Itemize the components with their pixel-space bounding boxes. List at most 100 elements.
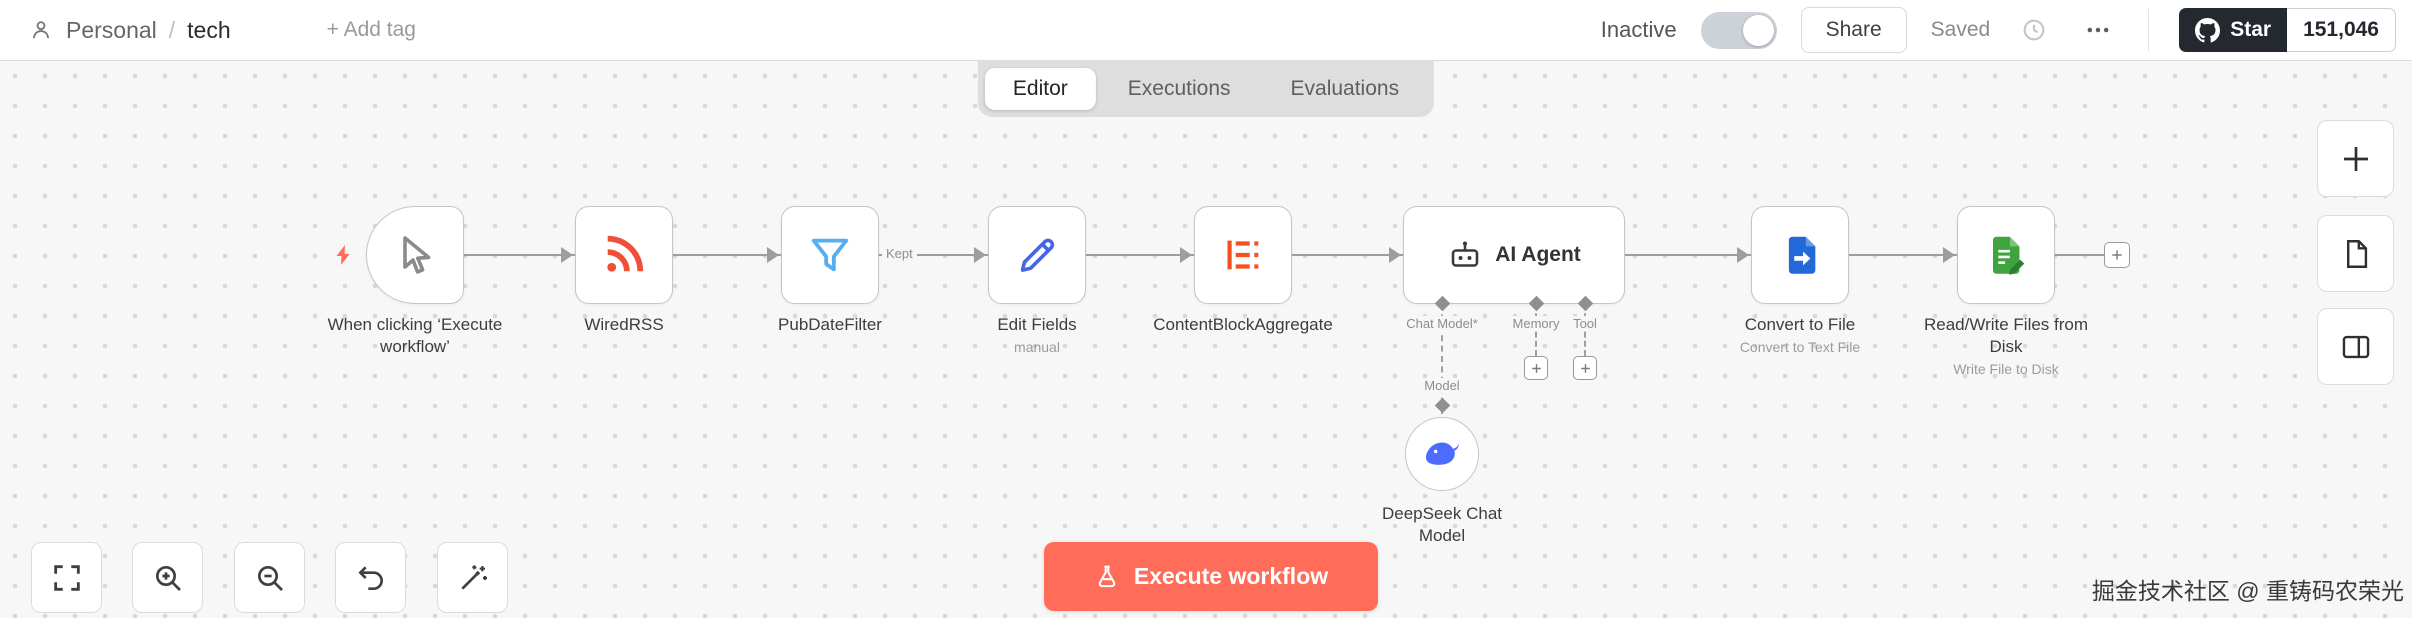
node-subtitle: manual — [1014, 338, 1060, 355]
watermark-text: 掘金技术社区 @ 重铸码农荣光 — [2091, 578, 2404, 604]
connection-arrow-icon — [1180, 247, 1192, 263]
node-label: ContentBlockAggregate — [1153, 315, 1333, 334]
workflow-name[interactable]: tech — [187, 16, 231, 43]
connection-arrow-icon — [1389, 247, 1401, 263]
undo-button[interactable] — [335, 542, 406, 613]
github-star-widget[interactable]: Star 151,046 — [2179, 8, 2396, 52]
workflow-active-toggle[interactable] — [1700, 11, 1777, 49]
node-label: Convert to File Convert to Text File — [1690, 314, 1910, 357]
node-pubdatefilter[interactable] — [781, 206, 879, 304]
panel-layout-icon — [2342, 335, 2369, 358]
connection-arrow-icon — [1943, 247, 1955, 263]
connection[interactable] — [673, 254, 781, 256]
node-contentblockaggregate[interactable] — [1194, 206, 1292, 304]
github-star-count[interactable]: 151,046 — [2287, 8, 2396, 52]
plus-icon — [2112, 250, 2122, 260]
github-star-button[interactable]: Star — [2179, 8, 2288, 52]
execute-pulse-icon — [336, 245, 350, 265]
connection[interactable] — [1292, 254, 1403, 256]
clock-icon — [2023, 19, 2045, 41]
node-deepseek-chat-model[interactable] — [1405, 417, 1479, 491]
connection[interactable] — [464, 254, 575, 256]
node-label: PubDateFilter — [778, 315, 882, 334]
connection-arrow-icon — [1737, 247, 1749, 263]
add-tool-button[interactable] — [1573, 356, 1597, 380]
chat-model-port-label: Chat Model* — [1403, 316, 1481, 331]
connection[interactable] — [1625, 254, 1751, 256]
connection-arrow-icon — [974, 247, 986, 263]
flask-icon — [1098, 565, 1116, 587]
node-convert-to-file[interactable] — [1751, 206, 1849, 304]
node-edit-fields[interactable] — [988, 206, 1086, 304]
node-label: When clicking ‘Execute workflow’ — [327, 315, 503, 356]
github-star-label: Star — [2230, 18, 2272, 41]
rss-icon — [607, 235, 644, 272]
plus-icon — [2343, 146, 2368, 171]
node-label: Read/Write Files from Disk Write File to… — [1906, 314, 2106, 378]
cursor-icon — [403, 236, 431, 274]
execute-workflow-button[interactable]: Execute workflow — [1044, 542, 1378, 611]
breadcrumb-separator: / — [168, 16, 176, 43]
convert-file-icon — [1788, 236, 1816, 274]
view-tabs: Editor Executions Evaluations — [977, 61, 1435, 117]
deepseek-whale-icon — [1425, 442, 1459, 465]
connection[interactable] — [2055, 254, 2104, 256]
header-divider — [2148, 9, 2150, 51]
add-node-button[interactable] — [2317, 120, 2394, 197]
node-trigger[interactable] — [366, 206, 464, 304]
write-file-icon — [1992, 236, 2025, 275]
node-label: DeepSeek Chat Model — [1381, 504, 1503, 545]
toggle-panel-button[interactable] — [2317, 308, 2394, 385]
connection[interactable] — [879, 254, 988, 256]
tool-port-label: Tool — [1570, 316, 1600, 331]
zoom-in-icon — [155, 565, 181, 591]
fit-view-button[interactable] — [31, 542, 102, 613]
breadcrumb-project[interactable]: Personal — [66, 16, 157, 43]
page-icon — [2346, 239, 2367, 268]
more-menu-button[interactable] — [2078, 10, 2118, 50]
history-button[interactable] — [2014, 10, 2054, 50]
aggregate-icon — [1227, 240, 1259, 270]
workflow-canvas[interactable] — [0, 61, 2412, 618]
node-subtitle: Convert to Text File — [1739, 338, 1861, 355]
model-connector-label: Model — [1421, 378, 1463, 393]
node-label: WiredRSS — [584, 315, 664, 334]
node-wiredrss[interactable] — [575, 206, 673, 304]
fit-view-icon — [53, 564, 80, 591]
filter-icon — [811, 238, 849, 272]
robot-icon — [1451, 241, 1479, 267]
save-status: Saved — [1930, 18, 1991, 41]
connection-output-label: Kept — [882, 246, 917, 261]
connection-arrow-icon — [561, 247, 573, 263]
zoom-in-button[interactable] — [132, 542, 203, 613]
toggle-knob — [1742, 14, 1774, 46]
tab-editor[interactable]: Editor — [984, 68, 1096, 110]
tab-executions[interactable]: Executions — [1127, 77, 1231, 100]
chat-model-connection — [1441, 304, 1443, 414]
sticky-note-button[interactable] — [2317, 215, 2394, 292]
connection-arrow-icon — [767, 247, 779, 263]
node-read-write-files[interactable] — [1957, 206, 2055, 304]
zoom-out-icon — [257, 565, 283, 591]
person-icon — [33, 21, 49, 39]
add-tag-button[interactable]: + Add tag — [326, 18, 416, 41]
add-memory-button[interactable] — [1524, 356, 1548, 380]
add-next-node-button[interactable] — [2104, 242, 2130, 268]
share-button[interactable]: Share — [1800, 7, 1907, 53]
top-bar: Personal / tech + Add tag Inactive Share… — [0, 0, 2412, 61]
activation-status-label: Inactive — [1600, 17, 1677, 42]
magic-wand-icon — [460, 564, 487, 590]
plus-icon — [1580, 363, 1590, 373]
connection[interactable] — [1849, 254, 1957, 256]
tidy-up-button[interactable] — [437, 542, 508, 613]
node-label: Edit Fields manual — [942, 314, 1132, 357]
node-ai-agent[interactable]: AI Agent — [1403, 206, 1625, 304]
github-icon — [2195, 17, 2221, 42]
node-subtitle: Write File to Disk — [1953, 360, 2059, 377]
undo-icon — [357, 565, 383, 590]
zoom-out-button[interactable] — [234, 542, 305, 613]
node-label: AI Agent — [1495, 243, 1581, 266]
pencil-icon — [1020, 238, 1055, 272]
tab-evaluations[interactable]: Evaluations — [1290, 77, 1400, 100]
connection[interactable] — [1086, 254, 1194, 256]
